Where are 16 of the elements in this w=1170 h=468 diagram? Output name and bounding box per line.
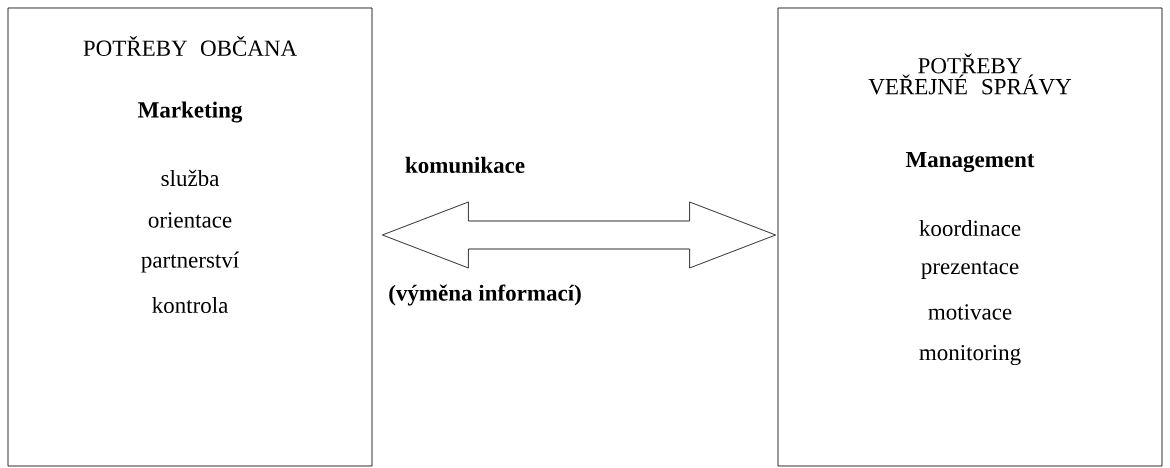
list-item: monitoring [919,344,1021,366]
text-box [7,7,373,467]
heading: POTŘEBY VEŘEJNÉ SPRÁVY [868,53,1072,95]
list-item: kontrola [152,296,229,314]
heading: POTŘEBY OBČANA [83,36,297,56]
list-item: partnerství [141,251,239,273]
list-item: služba [161,169,220,187]
subheading: Management [905,151,1035,173]
list-item: koordinace [919,219,1021,237]
list-item: prezentace [921,261,1019,279]
subheading: Marketing [138,101,243,123]
list-item: orientace [148,212,232,228]
list-item: motivace [928,304,1012,320]
edge-label: komunikace [405,156,525,174]
double-arrow [382,201,776,269]
text-box [777,7,1163,467]
